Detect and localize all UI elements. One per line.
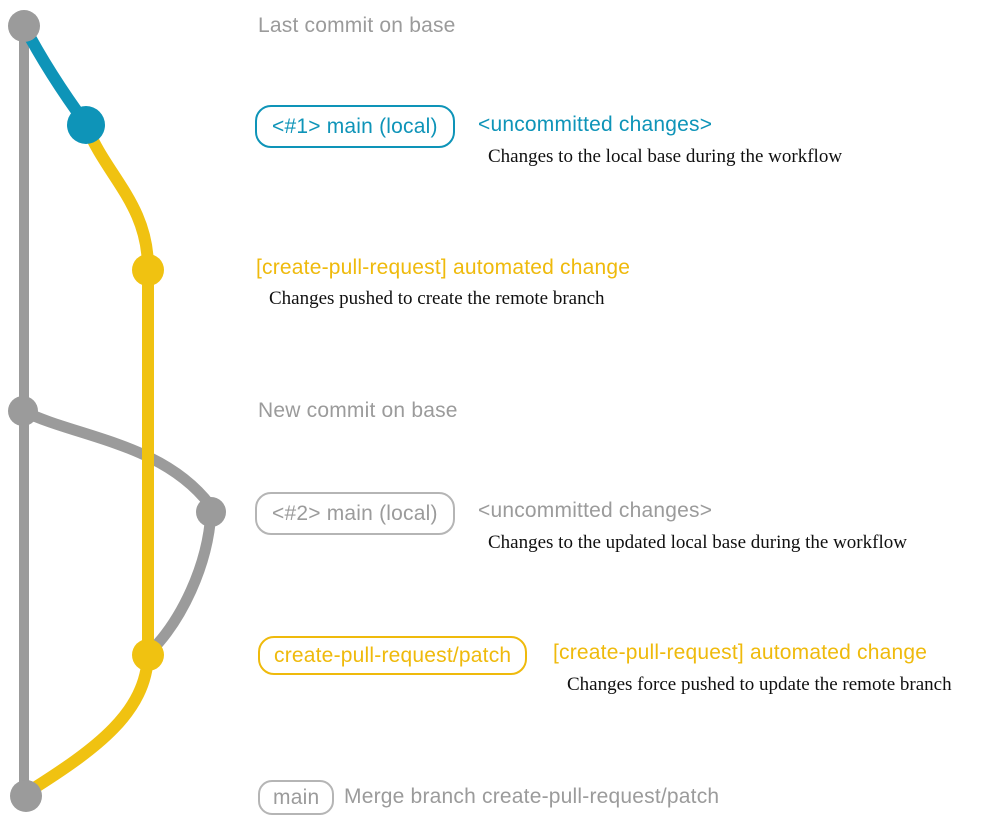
uncommitted-changes-2-description: Changes to the updated local base during… xyxy=(488,532,907,553)
uncommitted-changes-2-label: <uncommitted changes> xyxy=(478,499,713,522)
branch-badge-main: main xyxy=(258,780,335,816)
commit-dot-merge xyxy=(10,780,42,812)
commit-dot-last-base xyxy=(8,10,40,42)
local-main-2-branch-path xyxy=(20,406,215,509)
commit-dot-new-base xyxy=(8,396,38,426)
pull-request-merge-path xyxy=(24,654,154,798)
commit-dot-automated-change-1 xyxy=(132,254,164,286)
branch-badge-main-local-2: <#2> main (local) xyxy=(255,492,455,536)
commit-dot-main-local-2 xyxy=(196,497,226,527)
branch-badge-main-local-1: <#1> main (local) xyxy=(255,105,455,149)
uncommitted-changes-1-description: Changes to the local base during the wor… xyxy=(488,146,843,167)
new-commit-on-base-label: New commit on base xyxy=(258,399,458,422)
automated-change-1-label: [create-pull-request] automated change xyxy=(256,256,631,279)
commit-dot-automated-change-2 xyxy=(132,639,164,671)
automated-change-2-description: Changes force pushed to update the remot… xyxy=(567,674,952,695)
merge-branch-label: Merge branch create-pull-request/patch xyxy=(344,785,720,808)
last-commit-on-base-label: Last commit on base xyxy=(258,14,456,37)
branch-badge-create-pull-request-patch: create-pull-request/patch xyxy=(258,636,528,676)
commit-dot-main-local-1 xyxy=(67,106,105,144)
uncommitted-changes-1-label: <uncommitted changes> xyxy=(478,113,713,136)
local-main-2-return-path xyxy=(146,511,217,656)
pull-request-branch-out-path xyxy=(80,122,154,269)
automated-change-1-description: Changes pushed to create the remote bran… xyxy=(269,288,605,309)
automated-change-2-label: [create-pull-request] automated change xyxy=(553,641,928,664)
